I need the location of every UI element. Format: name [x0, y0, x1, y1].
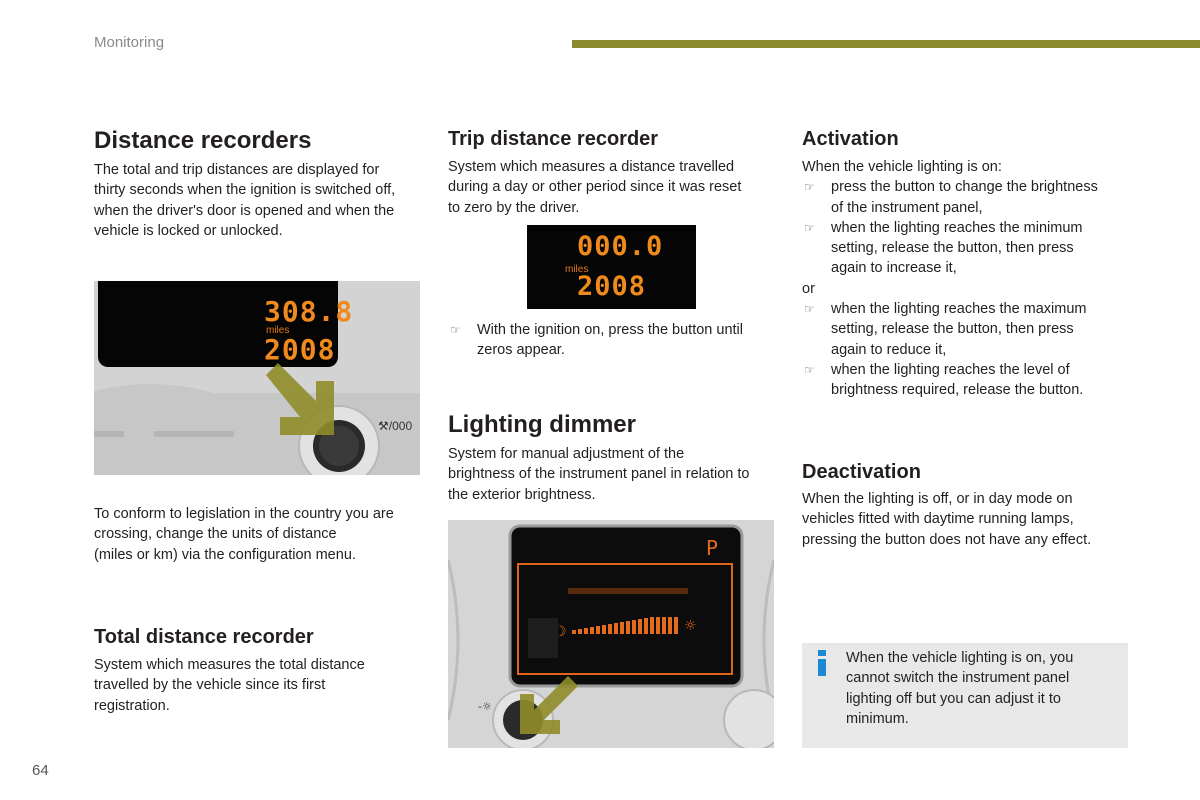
distance-recorders-intro: The total and trip distances are display… [94, 162, 396, 239]
pointing-hand-icon: ☞ [804, 302, 815, 317]
svg-text:-☼: -☼ [478, 700, 492, 713]
dimmer-photo: ☽ ☼ -☼ P [448, 520, 774, 748]
trip-distance-title: Trip distance recorder [448, 128, 659, 150]
lighting-dimmer-title: Lighting dimmer [448, 411, 636, 438]
total-distance-text: System which measures the total distance… [94, 657, 365, 714]
odometer-screen [98, 281, 338, 367]
pointing-hand-icon: ☞ [450, 323, 461, 337]
trip-distance-text: System which measures a distance travell… [448, 159, 742, 216]
trip-year-readout: 2008 [577, 271, 647, 302]
legislation-note: To conform to legislation in the country… [94, 506, 394, 563]
odometer-photo: 308.8 miles 2008 ⚒/000 [94, 281, 420, 475]
total-distance-readout: 308.8 [264, 295, 354, 328]
trip-unit-label: miles [565, 264, 589, 275]
trip-instruction-list: ☞With the ignition on, press the button … [448, 320, 778, 361]
screen-indicator: P [706, 536, 719, 560]
distance-recorders-title: Distance recorders [94, 127, 312, 154]
svg-text:☼: ☼ [684, 618, 697, 634]
pointing-hand-icon: ☞ [804, 180, 815, 195]
list-item: ☞With the ignition on, press the button … [450, 322, 743, 359]
reset-button-label: ⚒/000 [378, 419, 413, 433]
arrow-icon [266, 363, 334, 435]
section-label: Monitoring [94, 34, 165, 51]
activation-title: Activation [802, 128, 899, 150]
info-note-box [802, 643, 1128, 748]
trip-display-photo: 000.0 miles 2008 [527, 225, 696, 309]
activation-section: When the vehicle lighting is on: ☞press … [802, 157, 1132, 401]
deactivation-text: When the lighting is off, or in day mode… [802, 491, 1092, 548]
header-accent-bar [572, 40, 1200, 48]
trip-readout: 000.0 [577, 231, 664, 262]
total-distance-title: Total distance recorder [94, 626, 314, 648]
dimmer-backdrop: ☽ ☼ -☼ [448, 520, 774, 748]
pointing-hand-icon: ☞ [804, 362, 815, 377]
year-readout: 2008 [264, 333, 336, 366]
unit-label: miles [266, 325, 290, 336]
svg-text:☽: ☽ [554, 624, 567, 640]
pointing-hand-icon: ☞ [804, 220, 815, 235]
page-number: 64 [32, 762, 49, 779]
deactivation-title: Deactivation [802, 461, 921, 483]
wrench-icon: ⚒ [378, 419, 389, 433]
list-item: ☞press the button to change the brightne… [804, 179, 1098, 216]
info-icon [818, 650, 826, 676]
